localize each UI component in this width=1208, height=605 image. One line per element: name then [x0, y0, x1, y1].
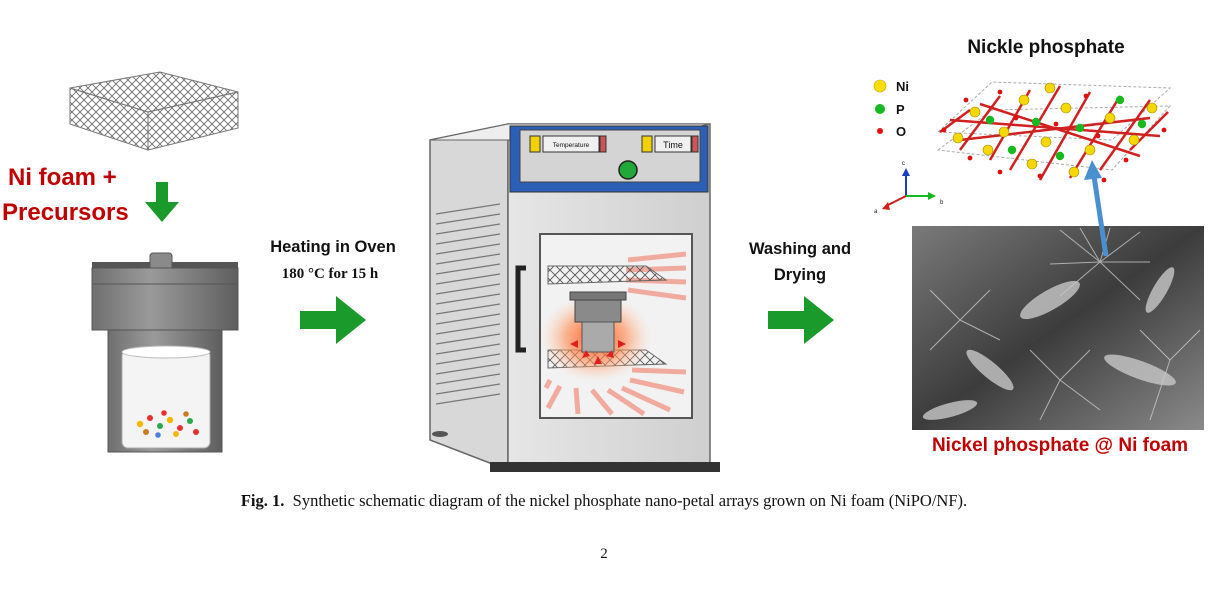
heating-label-line2: 180 °C for 15 h — [282, 266, 379, 282]
heating-label-line1: Heating in Oven — [270, 238, 396, 256]
axis-label-b: b — [940, 200, 944, 206]
axis-label-c: c — [902, 161, 905, 167]
down-arrow-icon — [145, 182, 179, 222]
caption-text: Synthetic schematic diagram of the nicke… — [292, 491, 968, 510]
washing-label-line1: Washing and — [749, 240, 851, 258]
autoclave-illustration — [91, 252, 239, 453]
pointer-arrow-icon — [1084, 160, 1109, 257]
crystal-axes: c b a — [874, 161, 944, 215]
legend-label-p: P — [896, 102, 905, 117]
synthesis-figure: Ni foam + Precursors Heating in Oven 180… — [2, 37, 1204, 472]
temperature-label: Temperature — [553, 142, 590, 149]
legend-marker-o — [877, 128, 883, 134]
washing-label-line2: Drying — [774, 266, 826, 284]
sem-image — [912, 226, 1204, 430]
caption-prefix: Fig. 1. — [240, 491, 285, 510]
temperature-display: Temperature — [529, 135, 607, 153]
legend-marker-ni — [873, 79, 887, 93]
legend-label-ni: Ni — [896, 79, 909, 94]
precursor-particles — [136, 410, 199, 438]
legend-marker-p — [875, 104, 885, 114]
atom-legend: Ni P O — [873, 79, 909, 139]
precursor-label-line2: Precursors — [2, 199, 129, 226]
time-label: Time — [663, 140, 683, 150]
crystal-structure — [936, 81, 1172, 183]
page-number: 2 — [600, 546, 608, 562]
legend-label-o: O — [896, 124, 906, 139]
oven-indicator-light — [618, 160, 638, 180]
result-label: Nickel phosphate @ Ni foam — [932, 435, 1188, 456]
time-display: Time — [641, 135, 699, 153]
ni-foam-lattice — [69, 71, 239, 151]
precursor-label-line1: Ni foam + — [8, 164, 117, 191]
crystal-title: Nickle phosphate — [967, 37, 1124, 58]
axis-label-a: a — [874, 209, 878, 215]
right-arrow-icon — [768, 296, 834, 344]
figure-caption: Fig. 1. Synthetic schematic diagram of t… — [0, 491, 1208, 511]
oven-illustration — [429, 123, 720, 472]
right-arrow-icon — [300, 296, 366, 344]
